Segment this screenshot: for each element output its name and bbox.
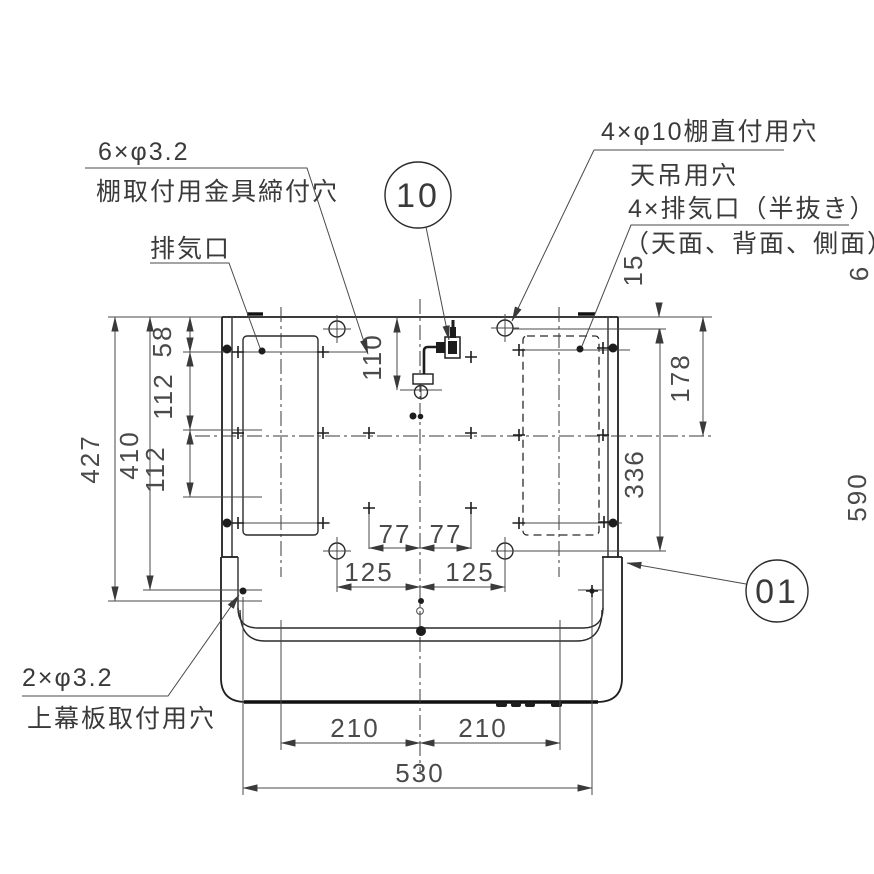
dim-210-left: 210 xyxy=(330,713,379,743)
balloon-01: 01 xyxy=(626,559,809,623)
label-top-panel-qty: 2×φ3.2 xyxy=(22,664,113,692)
dimension-texts: 427 410 58 112 112 110 15 178 336 77 77 … xyxy=(75,254,874,788)
dim-partial-edge: 6 xyxy=(844,265,874,281)
bottom-feet xyxy=(496,702,562,707)
cord-clamp xyxy=(412,373,434,385)
plug-pin xyxy=(450,327,456,338)
phi10-hole xyxy=(323,315,351,343)
dim-210-right: 210 xyxy=(458,713,507,743)
dim-530: 530 xyxy=(395,758,444,788)
phi3-dot-holes xyxy=(222,343,618,636)
label-half-punch-qty: 4×排気口（半抜き） xyxy=(628,195,874,223)
label-top-panel-name: 上幕板取付用穴 xyxy=(27,705,216,733)
dim-112-lower: 112 xyxy=(140,445,170,492)
phi3-cross-holes xyxy=(232,342,610,597)
dim-125-right: 125 xyxy=(445,557,494,587)
dim-77-left: 77 xyxy=(379,519,412,549)
callout-texts: 6×φ3.2 棚取付用金具締付穴 排気口 4×φ10棚直付用穴 天吊用穴 4×排… xyxy=(22,118,874,733)
phi10-hole xyxy=(491,537,519,565)
phi10-hole xyxy=(491,314,519,342)
phi10-hole xyxy=(323,537,351,565)
label-shelf-bracket-qty: 6×φ3.2 xyxy=(98,138,189,166)
dim-590-edge: 590 xyxy=(842,472,872,521)
dim-110: 110 xyxy=(357,333,387,380)
dim-427: 427 xyxy=(75,434,105,483)
dim-125-left: 125 xyxy=(344,557,393,587)
dimension-lines xyxy=(111,302,707,792)
balloon-01-text: 01 xyxy=(755,573,799,611)
label-half-punch-faces: （天面、背面、側面） xyxy=(624,230,874,258)
balloon-10: 10 xyxy=(384,161,452,341)
balloon-10-text: 10 xyxy=(396,177,440,215)
power-plug-symbol xyxy=(409,320,461,420)
label-exhaust-port: 排気口 xyxy=(150,235,231,263)
dim-112-upper: 112 xyxy=(148,372,178,419)
phi10-holes xyxy=(323,314,519,565)
label-shelf-bracket-name: 棚取付用金具締付穴 xyxy=(96,178,339,206)
label-ceiling-hole: 天吊用穴 xyxy=(630,162,738,190)
dim-77-right: 77 xyxy=(430,519,463,549)
dim-58: 58 xyxy=(147,325,177,358)
dim-178: 178 xyxy=(665,353,695,402)
dim-336: 336 xyxy=(619,449,649,498)
label-direct-mount-qty: 4×φ10棚直付用穴 xyxy=(601,118,819,146)
dim-410: 410 xyxy=(114,430,144,479)
callout-leaders xyxy=(22,149,849,697)
dim-15: 15 xyxy=(618,254,648,287)
